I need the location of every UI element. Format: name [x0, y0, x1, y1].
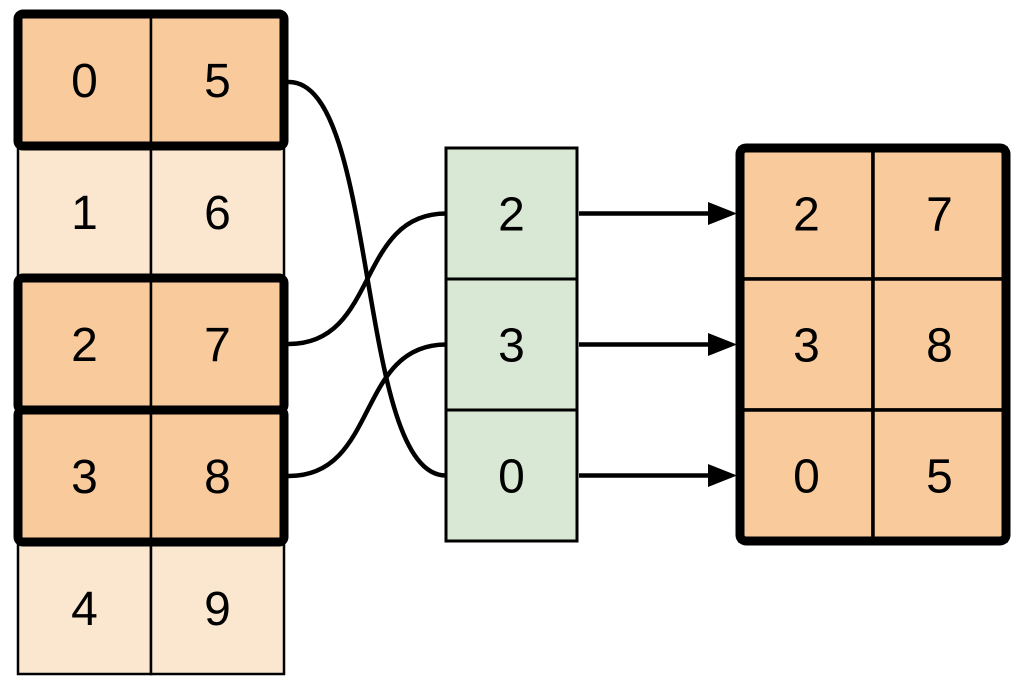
source-cell-4-1 — [149, 540, 286, 676]
source-cell-value: 0 — [71, 55, 98, 108]
arrow-head — [708, 202, 737, 225]
output-table-outline — [735, 143, 1011, 546]
output-cell-value: 3 — [793, 320, 820, 373]
output-cell-1-1 — [871, 277, 1008, 412]
output-cell-value: 5 — [926, 451, 953, 504]
mapping-curves — [286, 79, 449, 479]
output-cell-value: 0 — [793, 451, 820, 504]
source-cell-value: 7 — [204, 319, 231, 372]
output-cell-value: 7 — [926, 189, 953, 242]
output-cell-1-0 — [738, 277, 875, 412]
output-cell-value: 8 — [926, 320, 953, 373]
index-cell-value: 0 — [498, 451, 525, 504]
mapping-curve-row2-to-index2 — [286, 211, 449, 347]
arrow-head — [708, 333, 737, 356]
source-cell-value: 1 — [71, 187, 98, 240]
source-cell-2-1 — [149, 276, 286, 412]
index-cell-1 — [444, 277, 579, 412]
source-cell-value: 2 — [71, 319, 98, 372]
source-table: 0 5 1 6 2 7 3 8 4 9 — [13, 9, 289, 676]
highlight-outline-row-0 — [13, 9, 289, 151]
mapping-curve-row3-to-index3 — [286, 342, 449, 479]
source-cell-0-0 — [16, 12, 153, 148]
source-cell-4-0 — [16, 540, 153, 676]
output-cell-2-0 — [738, 408, 875, 543]
source-cell-1-1 — [149, 144, 286, 280]
highlight-outline-row-3 — [13, 405, 289, 547]
index-column: 2 3 0 — [444, 146, 579, 543]
index-cell-0 — [444, 146, 579, 281]
index-cell-value: 2 — [498, 189, 525, 242]
source-cell-value: 6 — [204, 187, 231, 240]
output-cell-2-1 — [871, 408, 1008, 543]
source-cell-value: 9 — [204, 583, 231, 636]
index-cell-2 — [444, 408, 579, 543]
source-cell-0-1 — [149, 12, 286, 148]
source-cell-value: 5 — [204, 55, 231, 108]
source-cell-value: 3 — [71, 451, 98, 504]
output-table: 2 7 3 8 0 5 — [735, 143, 1011, 546]
index-cell-value: 3 — [498, 320, 525, 373]
source-cell-value: 8 — [204, 451, 231, 504]
arrow-head — [708, 464, 737, 487]
output-cell-value: 2 — [793, 189, 820, 242]
source-cell-value: 4 — [71, 583, 98, 636]
source-cell-3-1 — [149, 408, 286, 544]
output-arrows — [579, 202, 737, 487]
